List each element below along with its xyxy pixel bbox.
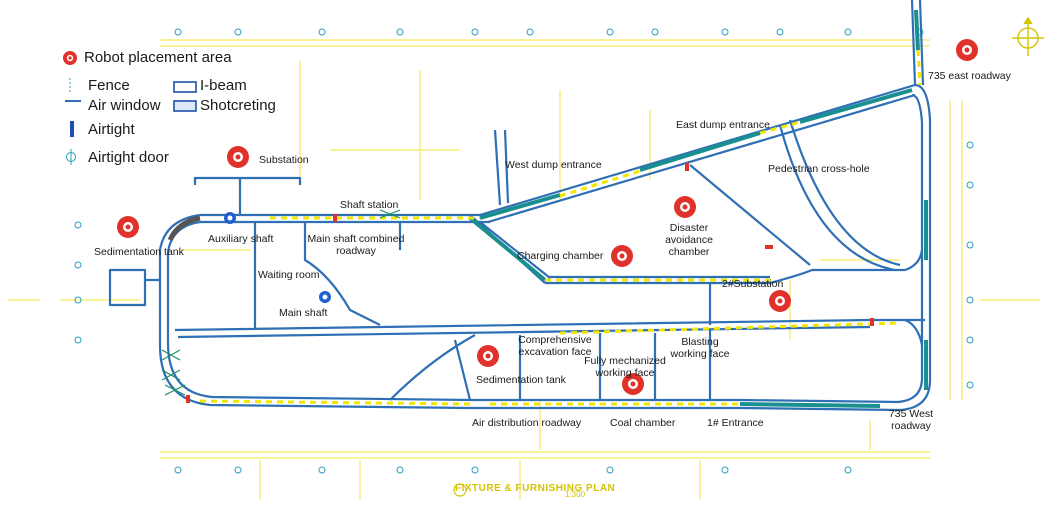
label-auxiliary: Auxiliary shaft [208, 233, 274, 245]
plan-scale: 1:300 [565, 490, 586, 499]
legend-airtight-door: Airtight door [88, 149, 169, 166]
legend-ibeam: I-beam [200, 77, 247, 94]
label-west-dump: West dump entrance [505, 159, 602, 171]
shaft-circles [224, 212, 331, 303]
ibeam-accents [199, 49, 922, 406]
airtight-lattice [161, 209, 401, 396]
label-disaster: Disaster avoidance chamber [665, 222, 713, 258]
label-blasting: Blasting working face [670, 336, 730, 360]
air-window-icon [65, 100, 81, 102]
robot-marker-sedimentation-mid [477, 345, 499, 367]
label-main-combined: Main shaft combined roadway [307, 233, 405, 257]
cad-background [8, 39, 1040, 500]
label-comprehensive: Comprehensive excavation face [518, 334, 592, 358]
title-circle [453, 483, 467, 497]
robot-marker-2-substation [769, 290, 791, 312]
shotcreting-segments [468, 9, 928, 408]
robot-marker-disaster [674, 196, 696, 218]
compass-icon [1012, 16, 1044, 56]
robot-marker-substation [227, 146, 249, 168]
label-air-distribution: Air distribution roadway [472, 417, 582, 429]
label-sedimentation-mid: Sedimentation tank [476, 374, 566, 386]
airtight-door-icon [66, 149, 76, 165]
label-sedimentation-left: Sedimentation tank [94, 246, 184, 258]
label-pedestrian: Pedestrian cross-hole [768, 163, 870, 175]
robot-marker-fully-mechanized [622, 373, 644, 395]
auxiliary-arc [167, 215, 201, 242]
roadway-network [108, 0, 932, 412]
airtight-icon [70, 121, 74, 137]
legend-fence: Fence [88, 77, 130, 94]
robot-placement-icon [63, 51, 77, 65]
label-2-substation: 2#Substation [722, 278, 784, 290]
label-east-dump: East dump entrance [676, 119, 770, 131]
label-substation: Substation [259, 154, 309, 166]
legend-air-window: Air window [88, 97, 161, 114]
label-waiting-room: Waiting room [258, 269, 320, 281]
robot-marker-charging [611, 245, 633, 267]
shotcreting-icon [173, 100, 197, 112]
label-charging: Charging chamber [517, 250, 604, 262]
legend-robot: Robot placement area [84, 49, 232, 66]
ibeam-icon [173, 81, 197, 93]
title-block: FIXTURE & FURNISHING PLAN [455, 478, 615, 496]
label-main-shaft: Main shaft [279, 307, 328, 319]
legend-airtight: Airtight [88, 121, 135, 138]
label-east-roadway: 735 east roadway [928, 70, 1011, 82]
plan-title: FIXTURE & FURNISHING PLAN [455, 483, 616, 494]
label-1-entrance: 1# Entrance [707, 417, 764, 429]
label-west-roadway: 735 West roadway [888, 408, 934, 432]
robot-marker-sedimentation-left [117, 216, 139, 238]
robot-marker-east-roadway [956, 39, 978, 61]
label-coal-chamber: Coal chamber [610, 417, 676, 429]
legend-shotcreting: Shotcreting [200, 97, 276, 114]
fence-icon [69, 78, 71, 92]
label-shaft-station: Shaft station [340, 199, 399, 211]
label-fully-mechanized: Fully mechanized working face [584, 355, 666, 379]
red-markers [186, 163, 874, 403]
